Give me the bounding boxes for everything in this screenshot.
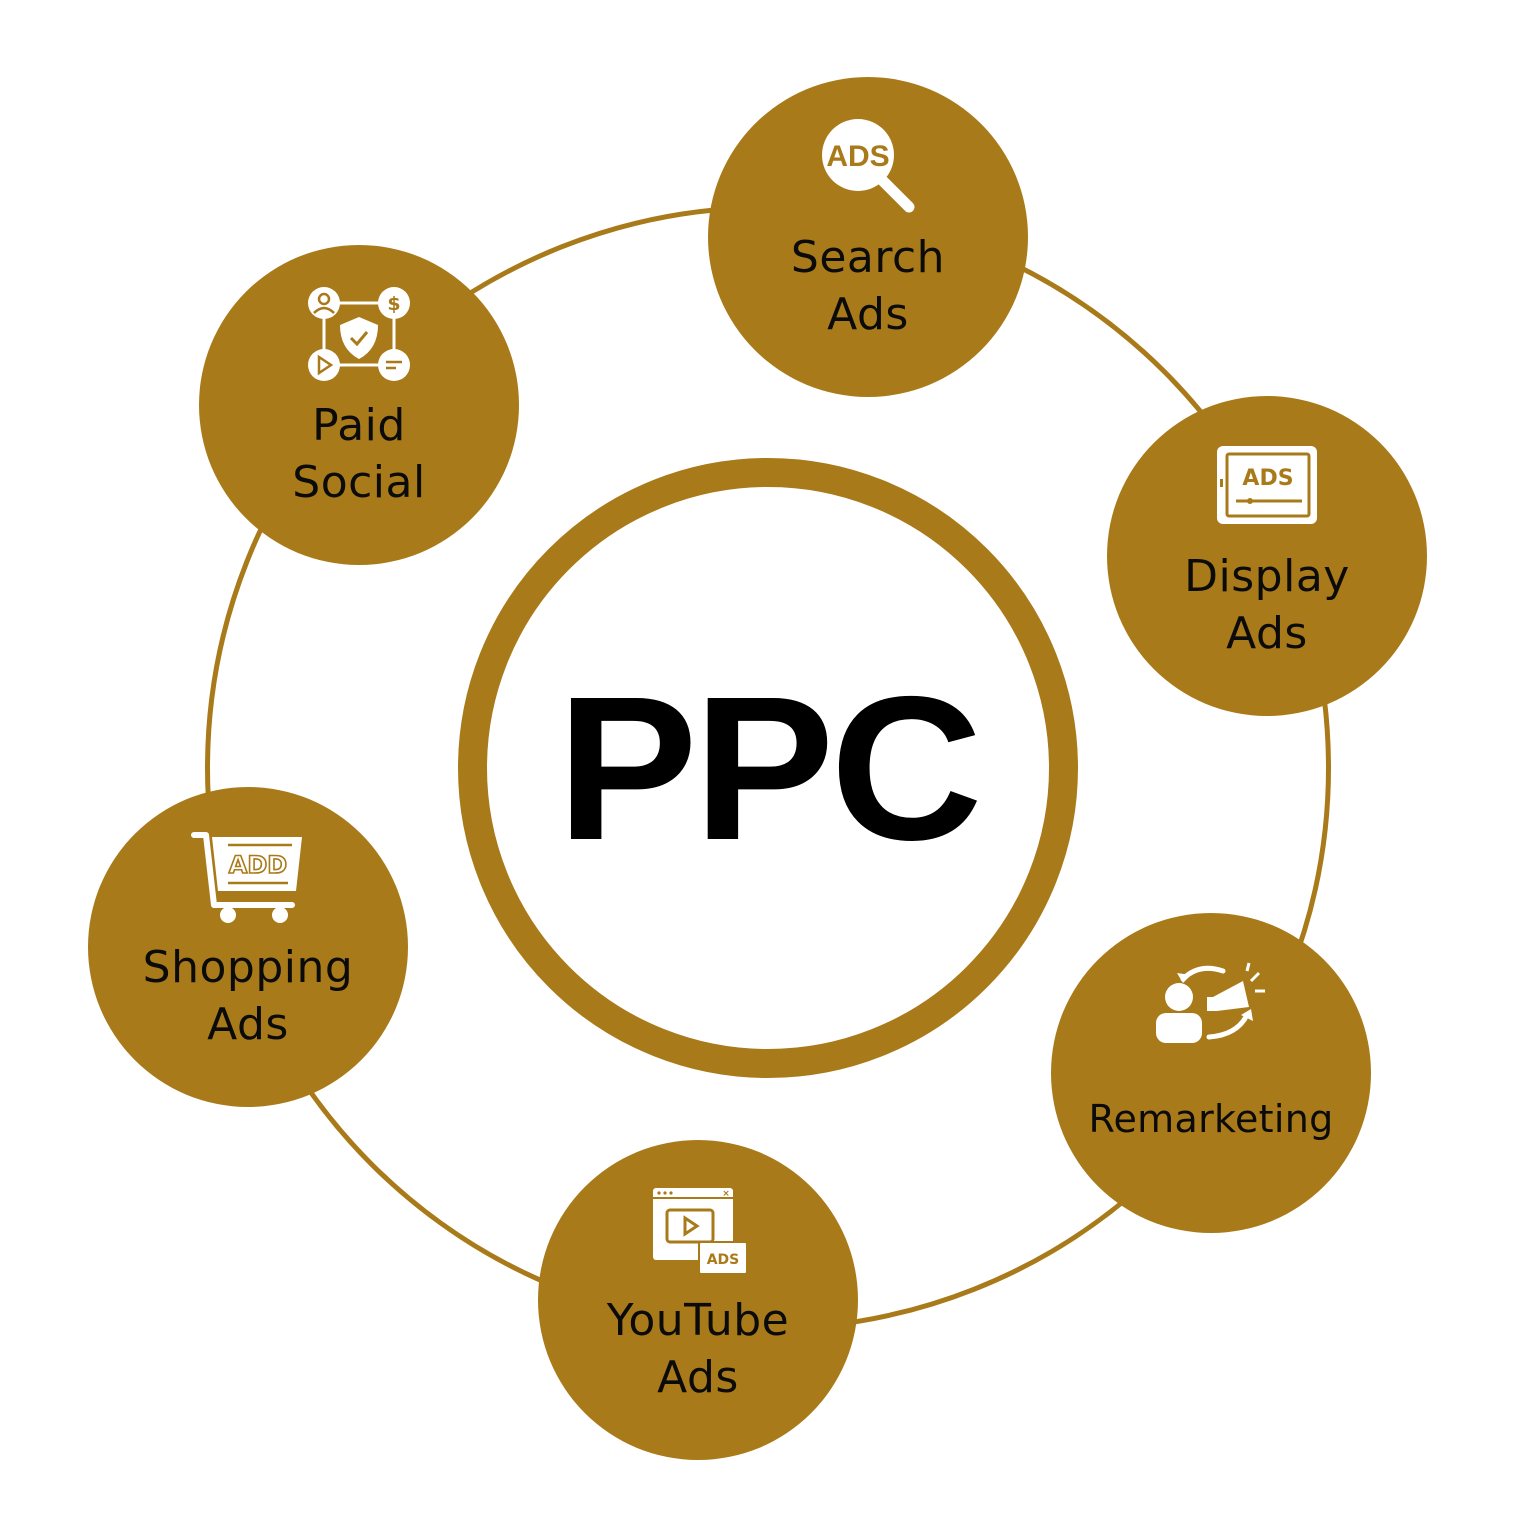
social-network-shield-icon: $ (299, 285, 419, 385)
node-paid-social: $ Paid Social (199, 245, 519, 565)
node-search-ads: ADS Search Ads (708, 77, 1028, 397)
node-label: Remarketing (1088, 1097, 1334, 1141)
magnifier-ads-icon: ADS (808, 117, 928, 217)
node-label: YouTube Ads (606, 1295, 790, 1403)
person-megaphone-cycle-icon (1151, 953, 1271, 1053)
display-screen-ads-icon: ADS (1207, 436, 1327, 536)
node-label: Display Ads (1184, 551, 1350, 659)
node-youtube-ads: × ADS YouTube Ads (538, 1140, 858, 1460)
svg-text:$: $ (387, 293, 400, 315)
svg-text:ADS: ADS (826, 140, 889, 173)
node-label: Paid Social (292, 400, 426, 508)
node-display-ads: ADS Display Ads (1107, 396, 1427, 716)
center-hub: PPC (458, 458, 1078, 1078)
svg-text:ADD: ADD (229, 851, 287, 879)
node-label: Search Ads (790, 232, 946, 340)
center-label: PPC (557, 653, 983, 883)
node-label: Shopping Ads (142, 942, 354, 1050)
svg-text:ADS: ADS (707, 1252, 740, 1268)
node-shopping-ads: ADD Shopping Ads (88, 787, 408, 1107)
shopping-cart-add-icon: ADD (188, 827, 308, 927)
svg-text:×: × (722, 1189, 730, 1199)
svg-text:ADS: ADS (1242, 466, 1293, 491)
node-remarketing: Remarketing (1051, 913, 1371, 1233)
video-browser-ads-icon: × ADS (638, 1180, 758, 1280)
